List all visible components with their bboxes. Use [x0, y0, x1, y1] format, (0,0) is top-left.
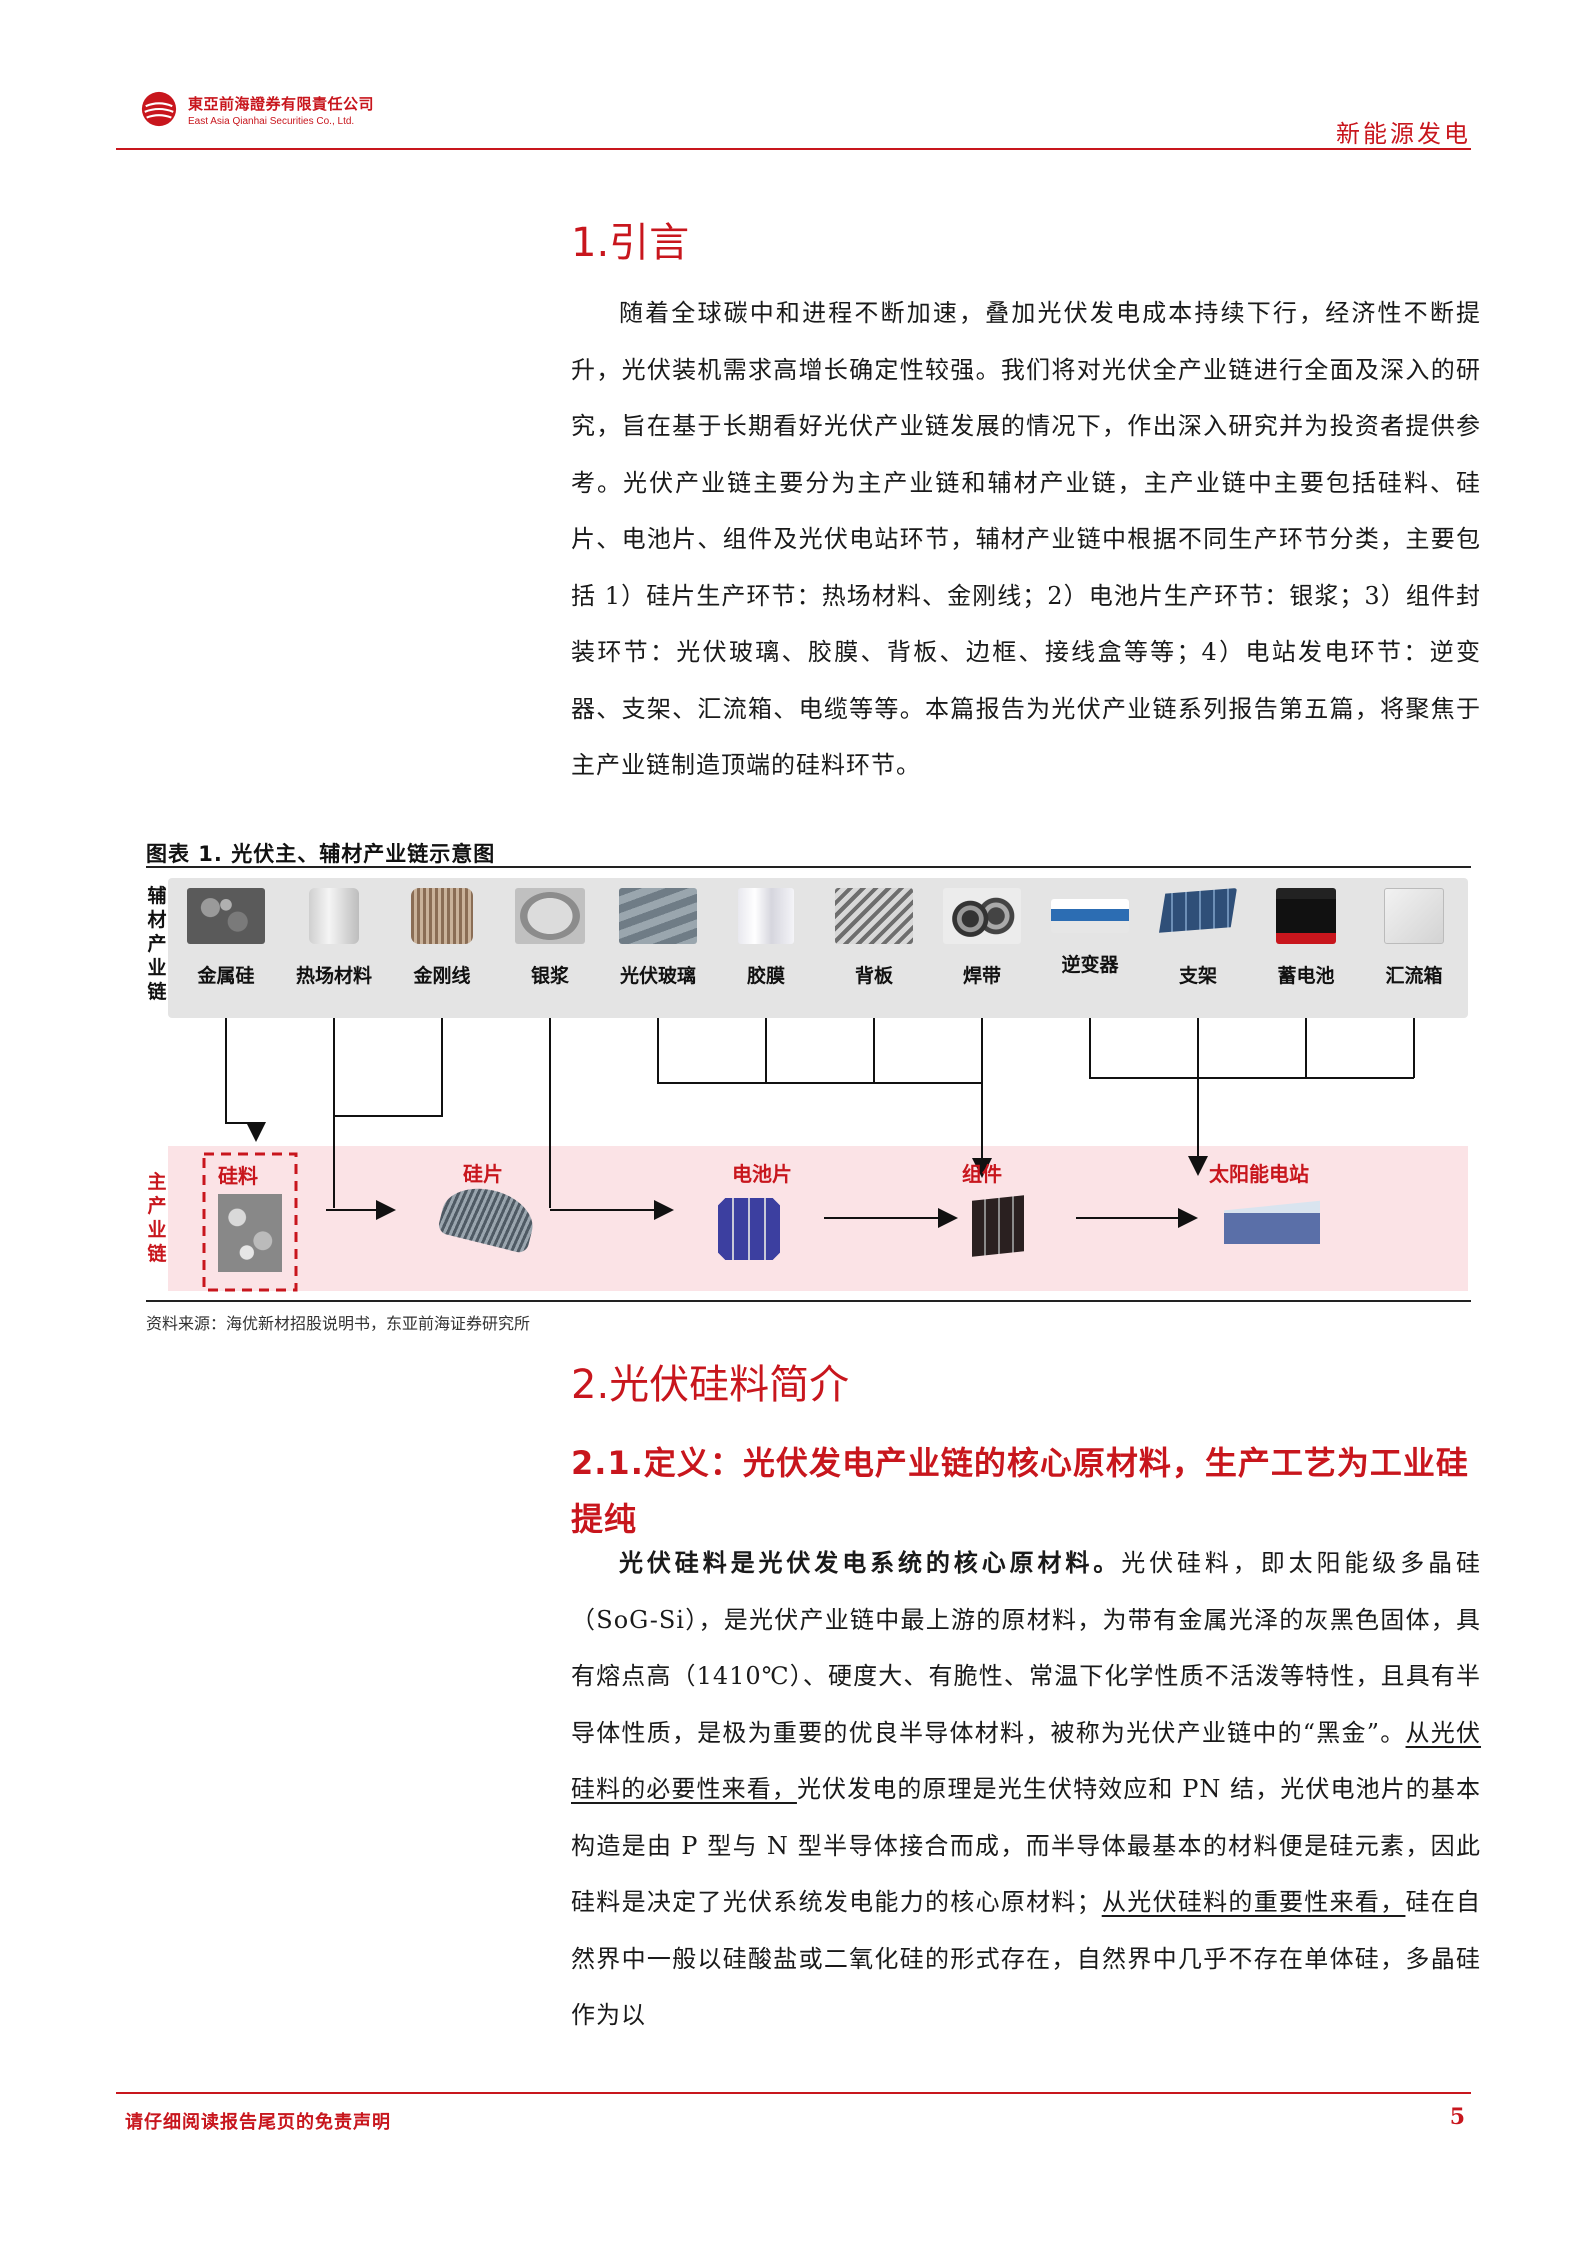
subsection-heading-definition: 2.1.定义：光伏发电产业链的核心原材料，生产工艺为工业硅提纯	[571, 1444, 1469, 1538]
intro-paragraph: 随着全球碳中和进程不断加速，叠加光伏发电成本持续下行，经济性不断提升，光伏装机需…	[571, 299, 1481, 779]
company-name-cn: 東亞前海證券有限責任公司	[188, 95, 375, 113]
aux-item-diamond-wire: 金刚线	[392, 888, 492, 988]
polysilicon-highlight-box	[202, 1152, 298, 1292]
aux-chain-side-label: 辅材产业链	[146, 884, 168, 1004]
aux-item-mounting: 支架	[1148, 888, 1248, 988]
aux-item-label: 热场材料	[295, 965, 372, 987]
company-logo-icon	[141, 91, 177, 127]
aux-item-label: 汇流箱	[1385, 965, 1443, 987]
solar-cell-image	[718, 1198, 780, 1260]
necessity-underline: 从光伏硅料的必要性来看，	[571, 1718, 1482, 1804]
company-name-en: East Asia Qianhai Securities Co., Ltd.	[188, 116, 355, 127]
figure-bottom-rule	[146, 1300, 1471, 1302]
page-number: 5	[1449, 2104, 1465, 2130]
aux-item-encapsulant-film: 胶膜	[716, 888, 816, 988]
company-name: 東亞前海證券有限責任公司 East Asia Qianhai Securitie…	[188, 93, 374, 127]
importance-underline: 从光伏硅料的重要性来看，	[1101, 1888, 1406, 1916]
aux-chain-side-text: 辅材产业链	[147, 885, 167, 1003]
aux-item-label: 金属硅	[197, 965, 255, 987]
aux-item-silver-paste: 银浆	[500, 888, 600, 988]
aux-item-backsheet: 背板	[824, 888, 924, 988]
footer-divider	[116, 2092, 1471, 2094]
aux-item-label: 焊带	[962, 965, 1001, 987]
aux-item-metal-silicon: 金属硅	[176, 888, 276, 988]
aux-item-label: 支架	[1178, 965, 1217, 987]
inverter-image	[1051, 899, 1129, 933]
main-item-power-station-label: 太阳能电站	[1209, 1162, 1309, 1186]
main-chain-side-label: 主产业链	[146, 1170, 168, 1266]
metal-silicon-image	[187, 888, 265, 944]
diamond-wire-image	[411, 888, 473, 944]
industry-chain-diagram: 辅材产业链 主产业链 金属硅 热场材料 金刚线 银浆 光伏玻璃 胶膜 背板 焊带…	[146, 868, 1471, 1298]
section-heading-intro: 1.引言	[571, 220, 690, 266]
paragraph-text-b: 光伏发电的原理是光生伏特效应和 PN 结，光伏电池片的基本构造是由 P 型与 N…	[571, 1775, 1482, 1916]
main-item-module-label: 组件	[962, 1162, 1002, 1186]
aux-item-label: 逆变器	[1061, 954, 1119, 976]
paragraph-text-a: 光伏硅料，即太阳能级多晶硅（SoG-Si），是光伏产业链中最上游的原材料，为带有…	[571, 1549, 1482, 1747]
aux-item-label: 光伏玻璃	[619, 965, 696, 987]
aux-chain-band	[168, 878, 1468, 1018]
disclaimer-notice: 请仔细阅读报告尾页的免责声明	[125, 2112, 391, 2133]
header-divider	[116, 148, 1471, 150]
ribbon-image	[943, 888, 1021, 944]
aux-item-battery: 蓄电池	[1256, 888, 1356, 988]
figure-caption: 图表 1. 光伏主、辅材产业链示意图	[146, 842, 496, 866]
aux-item-label: 银浆	[530, 965, 569, 987]
main-item-cell-label: 电池片	[732, 1162, 792, 1186]
main-item-polysilicon-label: 硅料	[218, 1164, 258, 1188]
aux-item-pv-glass: 光伏玻璃	[608, 888, 708, 988]
chain-connectors	[202, 1018, 1415, 1292]
paragraph-text-c: 硅在自然界中一般以硅酸盐或二氧化硅的形式存在，自然界中几乎不存在单体硅，多晶硅作…	[571, 1888, 1482, 2029]
battery-image	[1276, 888, 1336, 944]
silver-paste-image	[515, 888, 585, 944]
main-item-wafer-label: 硅片	[463, 1162, 503, 1186]
section-heading-polysilicon: 2.光伏硅料简介	[571, 1362, 850, 1408]
report-category: 新能源发电	[1336, 120, 1471, 148]
aux-item-label: 金刚线	[413, 965, 471, 987]
module-image	[972, 1195, 1024, 1257]
aux-item-label: 蓄电池	[1277, 965, 1335, 987]
polysilicon-paragraph: 光伏硅料是光伏发电系统的核心原材料。光伏硅料，即太阳能级多晶硅（SoG-Si），…	[571, 1535, 1481, 2044]
backsheet-image	[835, 888, 913, 944]
figure-source: 资料来源：海优新材招股说明书，东亚前海证券研究所	[146, 1314, 531, 1333]
aux-item-ribbon: 焊带	[932, 888, 1032, 988]
main-chain-side-text: 主产业链	[147, 1171, 167, 1265]
aux-item-inverter: 逆变器	[1040, 888, 1140, 977]
aux-item-label: 背板	[854, 965, 893, 987]
combiner-box-image	[1384, 888, 1444, 944]
aux-item-label: 胶膜	[746, 965, 785, 987]
thermal-materials-image	[309, 888, 359, 944]
polysilicon-image	[218, 1194, 282, 1272]
aux-item-thermal-materials: 热场材料	[284, 888, 384, 988]
page-header: 東亞前海證券有限責任公司 East Asia Qianhai Securitie…	[0, 0, 1587, 160]
aux-item-combiner-box: 汇流箱	[1364, 888, 1464, 988]
pv-glass-image	[619, 888, 697, 944]
mounting-image	[1159, 888, 1237, 933]
figure-top-rule	[146, 866, 1471, 868]
lead-sentence: 光伏硅料是光伏发电系统的核心原材料。	[619, 1549, 1122, 1577]
encapsulant-film-image	[738, 888, 794, 944]
